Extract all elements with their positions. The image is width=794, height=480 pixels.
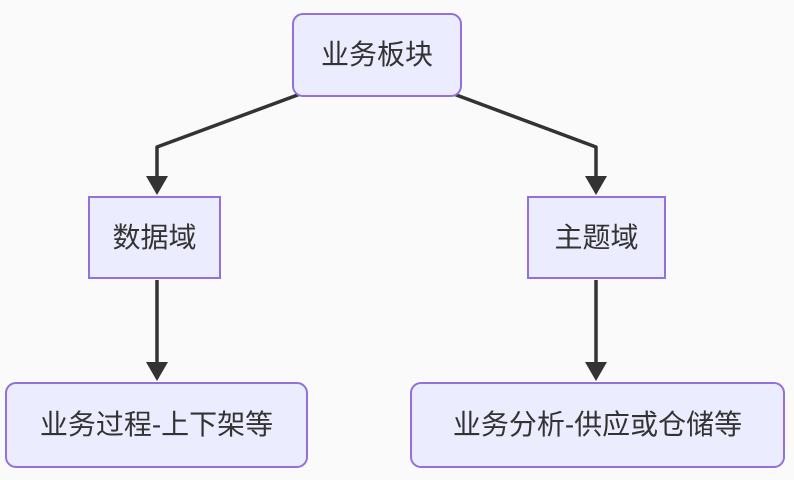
node-business-sector-label: 业务板块 bbox=[320, 39, 433, 70]
node-business-process-label: 业务过程-上下架等 bbox=[39, 409, 274, 440]
node-subject-domain: 主题域 bbox=[527, 196, 666, 279]
node-data-domain: 数据域 bbox=[88, 196, 221, 279]
edge-root-to-subject-domain bbox=[450, 91, 607, 195]
edge-data-domain-to-business-process bbox=[146, 280, 168, 381]
node-subject-domain-label: 主题域 bbox=[554, 221, 639, 253]
node-business-analysis: 业务分析-供应或仓储等 bbox=[410, 382, 785, 468]
arrowhead-icon bbox=[146, 362, 168, 381]
node-business-analysis-label: 业务分析-供应或仓储等 bbox=[452, 409, 743, 440]
node-business-sector: 业务板块 bbox=[292, 13, 462, 97]
arrowhead-icon bbox=[585, 362, 607, 381]
arrowhead-icon bbox=[585, 176, 607, 195]
arrowhead-icon bbox=[146, 176, 168, 195]
edge-root-to-data-domain bbox=[146, 91, 304, 195]
node-business-process: 业务过程-上下架等 bbox=[5, 382, 308, 468]
edge-subject-domain-to-business-analysis bbox=[585, 280, 607, 381]
node-data-domain-label: 数据域 bbox=[112, 221, 197, 253]
